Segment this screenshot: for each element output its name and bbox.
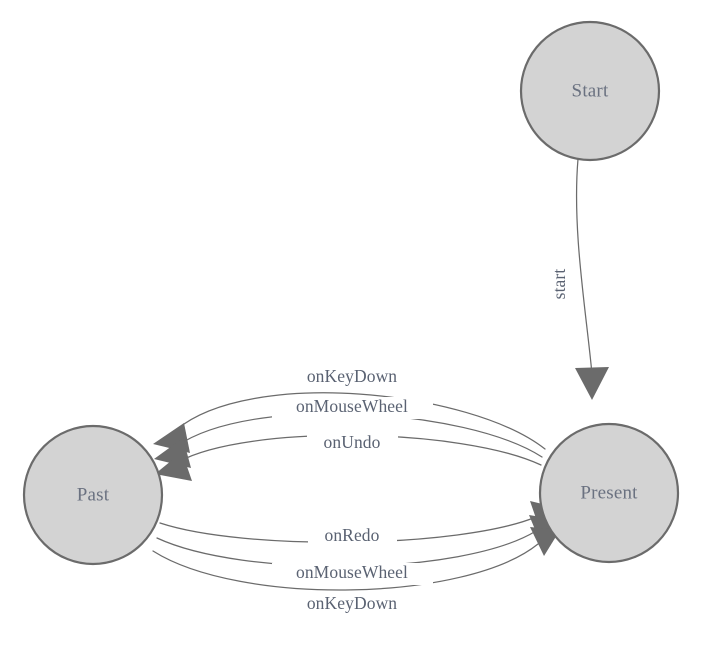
- edge-label-past-present-onmousewheel: onMouseWheel: [296, 562, 408, 582]
- edge-label-group-present-past-onkeydown: onKeyDown: [284, 366, 421, 388]
- node-present-circle[interactable]: [538, 422, 680, 564]
- edge-label-bg-4: [308, 526, 397, 548]
- node-present[interactable]: Present: [538, 422, 680, 564]
- node-start-label: Start: [572, 80, 609, 101]
- edge-label-bg-start: [552, 258, 571, 310]
- node-past-circle[interactable]: [22, 424, 164, 566]
- edge-start-to-present[interactable]: [575, 158, 609, 400]
- node-start-circle[interactable]: [519, 20, 661, 162]
- arrowhead-start-to-present: [575, 367, 609, 400]
- edge-label-group-past-present-onredo: onRedo: [308, 525, 397, 548]
- edge-label-bg-6: [284, 594, 421, 616]
- edge-label-present-past-onmousewheel: onMouseWheel: [296, 396, 408, 416]
- edge-label-start: start: [549, 269, 569, 300]
- edge-label-bg-1: [284, 366, 421, 388]
- node-past[interactable]: Past: [22, 424, 164, 566]
- edge-label-past-present-onredo: onRedo: [324, 525, 379, 545]
- edge-label-present-past-onundo: onUndo: [324, 432, 381, 452]
- edge-label-bg-3: [307, 433, 398, 455]
- edge-label-present-past-onkeydown: onKeyDown: [307, 366, 397, 386]
- node-present-label: Present: [580, 482, 638, 503]
- arrowhead-present-to-past-onundo: [155, 452, 192, 481]
- edge-label-past-present-onkeydown: onKeyDown: [307, 593, 397, 613]
- edge-label-bg-5: [272, 563, 433, 585]
- edge-start-to-present-path: [575, 158, 593, 375]
- edge-label-group-present-past-onmousewheel: onMouseWheel: [272, 396, 433, 419]
- node-past-label: Past: [77, 484, 110, 505]
- edge-label-group-present-past-onundo: onUndo: [307, 432, 398, 455]
- edge-label-group-past-present-onmousewheel: onMouseWheel: [272, 562, 433, 585]
- edge-past-to-present-onkeydown-path: [152, 543, 539, 591]
- edge-present-to-past-onkeydown-path: [175, 392, 546, 450]
- edge-label-group-start: start: [549, 258, 571, 310]
- edge-label-bg-2: [272, 397, 433, 419]
- edge-label-group-past-present-onkeydown: onKeyDown: [284, 593, 421, 616]
- node-start[interactable]: Start: [519, 20, 661, 162]
